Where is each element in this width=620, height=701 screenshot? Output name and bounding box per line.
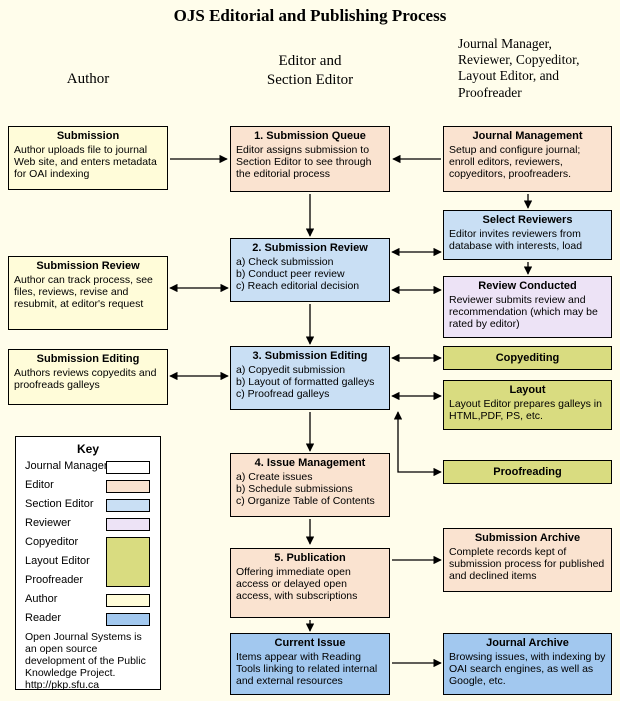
box-select-reviewers-title: Select Reviewers [482, 214, 573, 226]
box-submission-queue-body: Editor assigns submission to Section Edi… [236, 143, 372, 181]
key-url: http://pkp.sfu.ca [25, 679, 100, 691]
key-swatch-section-editor [106, 499, 150, 512]
box-journal-archive: Journal Archive Browsing issues, with in… [443, 633, 612, 695]
box-submission-archive-title: Submission Archive [474, 532, 581, 544]
box-submission-queue-title: 1. Submission Queue [254, 130, 366, 142]
box-journal-archive-body: Browsing issues, with indexing by OAI se… [449, 650, 606, 688]
box-publication: 5. Publication Offering immediate open a… [230, 548, 390, 618]
box-submission-editing: 3. Submission Editing a) Copyedit submis… [230, 346, 390, 410]
box-submission-archive-body: Complete records kept of submission proc… [449, 545, 605, 583]
box-journal-management-body: Setup and configure journal; enroll edit… [449, 143, 581, 181]
box-submission: Submission Author uploads file to journa… [8, 126, 168, 190]
key-title: Key [76, 442, 99, 456]
key-swatch-editor [106, 480, 150, 493]
box-submission-body: Author uploads file to journal Web site,… [14, 143, 157, 181]
box-submission-review-body: a) Check submission b) Conduct peer revi… [236, 255, 360, 293]
box-submission-archive: Submission Archive Complete records kept… [443, 528, 612, 592]
key-label-editor: Editor [25, 479, 54, 491]
box-issue-management: 4. Issue Management a) Create issues b) … [230, 453, 390, 517]
box-review-conducted-body: Reviewer submits review and recommendati… [449, 293, 598, 331]
key-swatch-journal-manager [106, 461, 150, 474]
box-proofreading: Proofreading [443, 460, 612, 484]
box-journal-management: Journal Management Setup and configure j… [443, 126, 612, 192]
column-header-editor: Editor and Section Editor [266, 53, 354, 88]
key-label-copyeditor: Copyeditor [25, 536, 79, 548]
page-title: OJS Editorial and Publishing Process [173, 6, 447, 25]
key-label-layout-editor: Layout Editor [25, 555, 90, 567]
box-issue-management-title: 4. Issue Management [254, 457, 366, 469]
box-publication-body: Offering immediate open access or delaye… [236, 565, 358, 603]
column-header-author: Author [66, 71, 110, 87]
box-submission-review-title: 2. Submission Review [252, 242, 368, 254]
box-layout-title: Layout [509, 384, 546, 396]
box-journal-management-title: Journal Management [472, 130, 583, 142]
key-swatch-copyeditor-layout-proofreader [106, 537, 150, 587]
box-journal-archive-title: Journal Archive [486, 637, 569, 649]
box-author-submission-editing-title: Submission Editing [36, 353, 140, 365]
box-submission-review: 2. Submission Review a) Check submission… [230, 238, 390, 302]
key-swatch-reviewer [106, 518, 150, 531]
key-box: Key Journal Manager Editor Section Edito… [15, 436, 161, 691]
box-current-issue-title: Current Issue [274, 637, 346, 649]
box-publication-title: 5. Publication [274, 552, 346, 564]
box-select-reviewers-body: Editor invites reviewers from database w… [449, 227, 583, 252]
box-submission-queue: 1. Submission Queue Editor assigns submi… [230, 126, 390, 192]
key-swatch-author [106, 594, 150, 607]
box-select-reviewers: Select Reviewers Editor invites reviewer… [443, 210, 612, 260]
box-issue-management-body: a) Create issues b) Schedule submissions… [236, 470, 375, 508]
box-current-issue-body: Items appear with Reading Tools linking … [236, 650, 378, 688]
box-author-submission-review-body: Author can track process, see files, rev… [14, 273, 153, 311]
column-header-staff: Journal Manager, Reviewer, Copyeditor, L… [458, 36, 580, 100]
key-swatch-reader [106, 613, 150, 626]
box-proofreading-title: Proofreading [493, 465, 562, 478]
box-copyediting: Copyediting [443, 346, 612, 370]
key-label-journal-manager: Journal Manager [25, 460, 108, 472]
box-author-submission-review-title: Submission Review [36, 260, 140, 272]
box-submission-editing-body: a) Copyedit submission b) Layout of form… [236, 363, 375, 401]
key-label-author: Author [25, 593, 58, 605]
key-label-reviewer: Reviewer [25, 517, 71, 529]
box-copyediting-title: Copyediting [495, 351, 560, 364]
key-label-proofreader: Proofreader [25, 574, 84, 586]
box-submission-editing-title: 3. Submission Editing [252, 350, 368, 362]
box-current-issue: Current Issue Items appear with Reading … [230, 633, 390, 695]
box-review-conducted-title: Review Conducted [478, 280, 577, 292]
key-label-section-editor: Section Editor [25, 498, 94, 510]
key-label-reader: Reader [25, 612, 62, 624]
box-layout: Layout Layout Editor prepares galleys in… [443, 380, 612, 430]
box-author-submission-editing-body: Authors reviews copyedits and proofreads… [14, 366, 157, 391]
key-note: Open Journal Systems is an open source d… [25, 631, 146, 680]
box-author-submission-editing: Submission Editing Authors reviews copye… [8, 349, 168, 405]
box-submission-title: Submission [56, 130, 120, 142]
box-author-submission-review: Submission Review Author can track proce… [8, 256, 168, 330]
box-review-conducted: Review Conducted Reviewer submits review… [443, 276, 612, 338]
box-layout-body: Layout Editor prepares galleys in HTML,P… [449, 397, 602, 422]
arrow-editing-proofreading-bidirectional [393, 411, 442, 477]
